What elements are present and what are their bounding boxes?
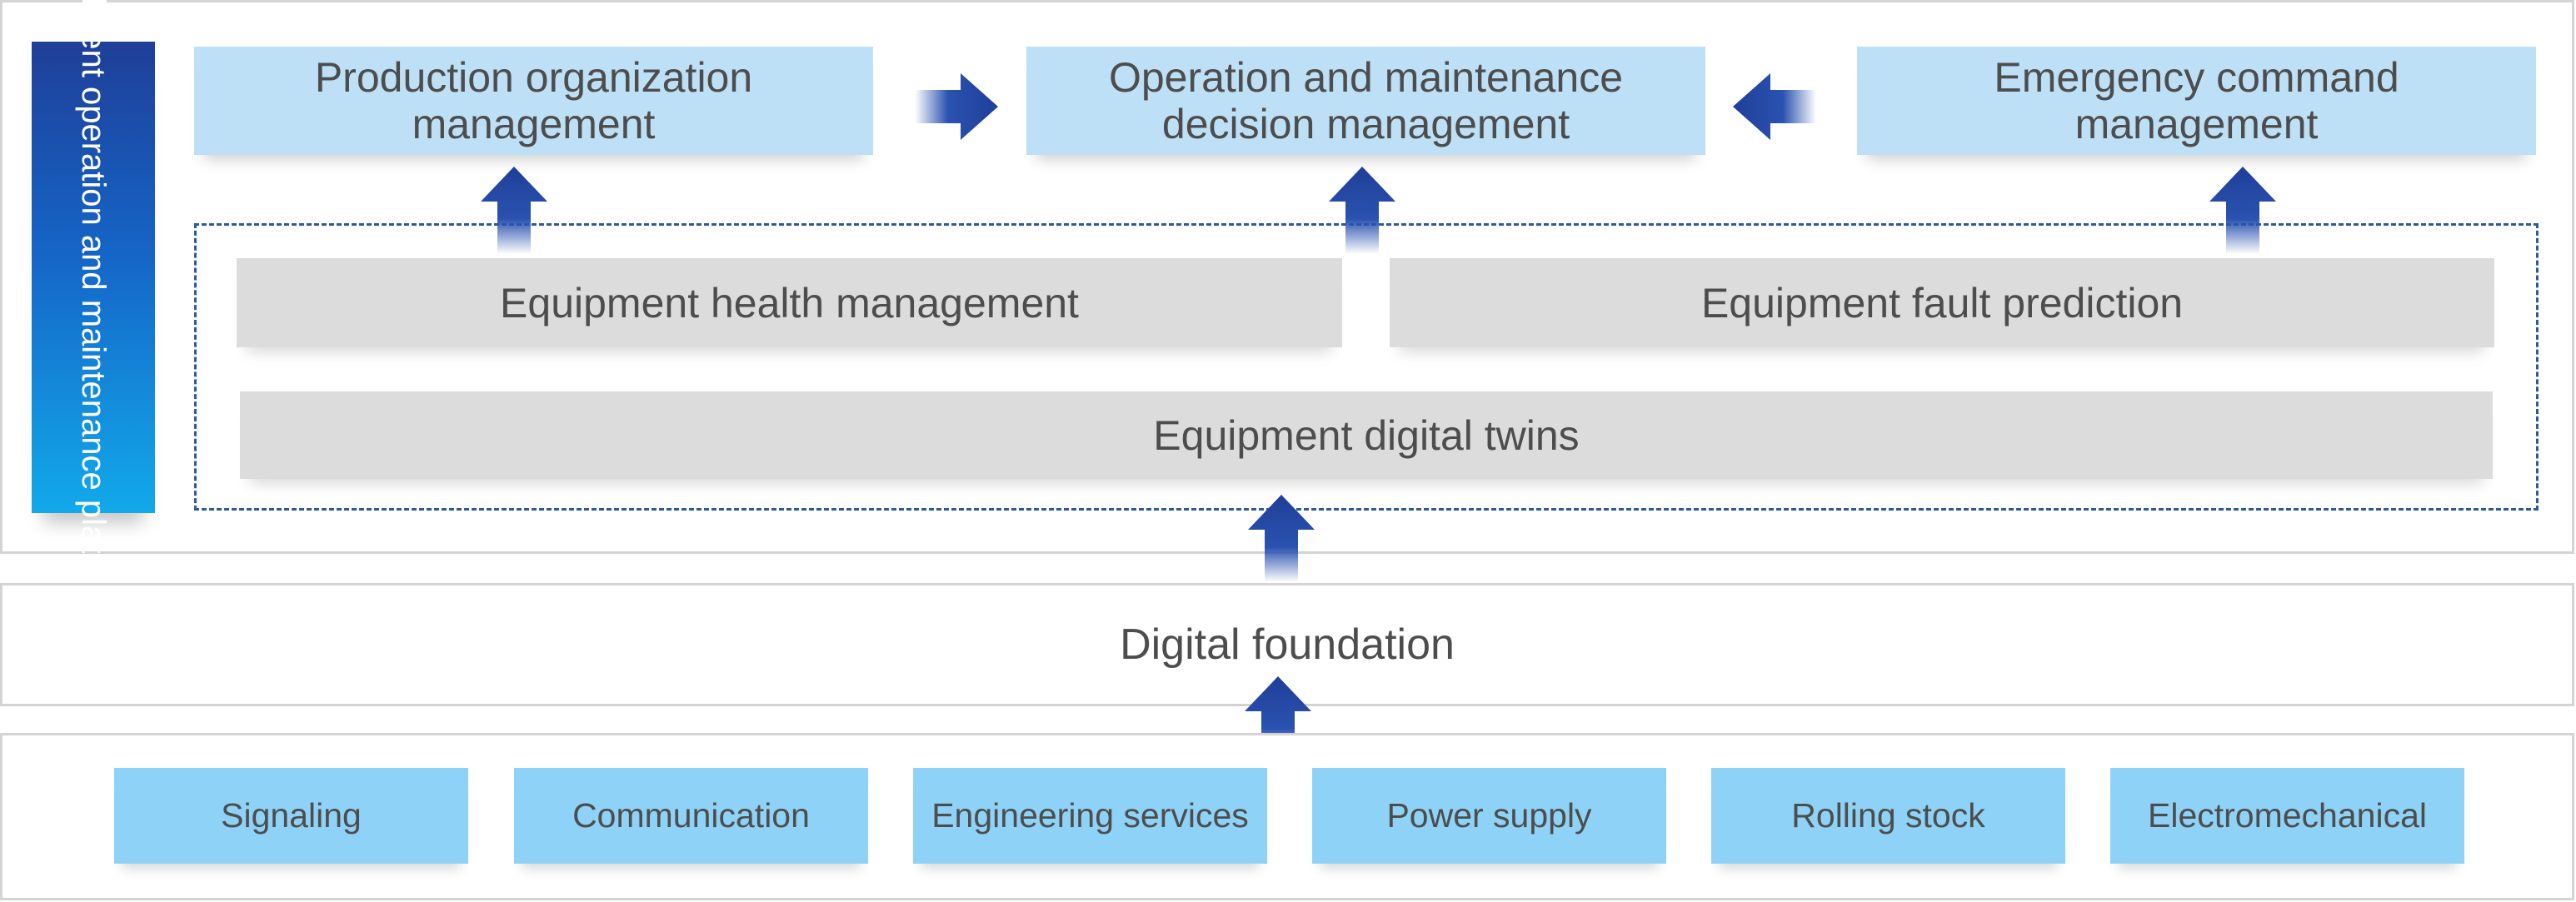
equipment-fault-box: Equipment fault prediction [1390,258,2494,347]
subsystem-label: Signaling [221,796,362,835]
equipment-health-box: Equipment health management [237,258,1342,347]
digital-foundation-label: Digital foundation [1120,620,1455,669]
digital-foundation-panel: Digital foundation [0,583,2574,706]
arrow-left-icon [1733,73,1816,140]
arrow-up-icon [1329,167,1395,254]
platform-label: Intelligent operation and maintenance pl… [75,0,112,620]
om-decision-label: Operation and maintenance decision manag… [1108,54,1624,147]
emergency-command-box: Emergency command management [1857,47,2536,155]
arrow-up-icon [2209,167,2276,254]
emergency-command-label: Emergency command management [1994,54,2399,147]
production-organization-box: Production organization management [194,47,873,155]
subsystem-communication: Communication [514,768,868,864]
subsystem-rolling-stock: Rolling stock [1711,768,2065,864]
production-organization-label: Production organization management [314,54,753,147]
platform-label-bar: Intelligent operation and maintenance pl… [32,0,155,620]
subsystem-signaling: Signaling [114,768,468,864]
arrow-up-icon [1248,495,1315,582]
om-decision-box: Operation and maintenance decision manag… [1026,47,1705,155]
equipment-twins-box: Equipment digital twins [240,391,2493,479]
subsystem-label: Rolling stock [1791,796,1985,835]
equipment-health-label: Equipment health management [500,279,1079,326]
arrow-right-icon [915,73,998,140]
arrow-up-icon [481,167,547,254]
subsystem-label: Communication [572,796,810,835]
subsystem-label: Engineering services [931,796,1249,835]
subsystem-engineering-services: Engineering services [913,768,1267,864]
subsystem-label: Electromechanical [2148,796,2427,835]
subsystem-label: Power supply [1386,796,1592,835]
equipment-twins-label: Equipment digital twins [1153,411,1580,459]
subsystem-electromechanical: Electromechanical [2110,768,2464,864]
subsystem-power-supply: Power supply [1312,768,1666,864]
equipment-fault-label: Equipment fault prediction [1700,279,2184,326]
